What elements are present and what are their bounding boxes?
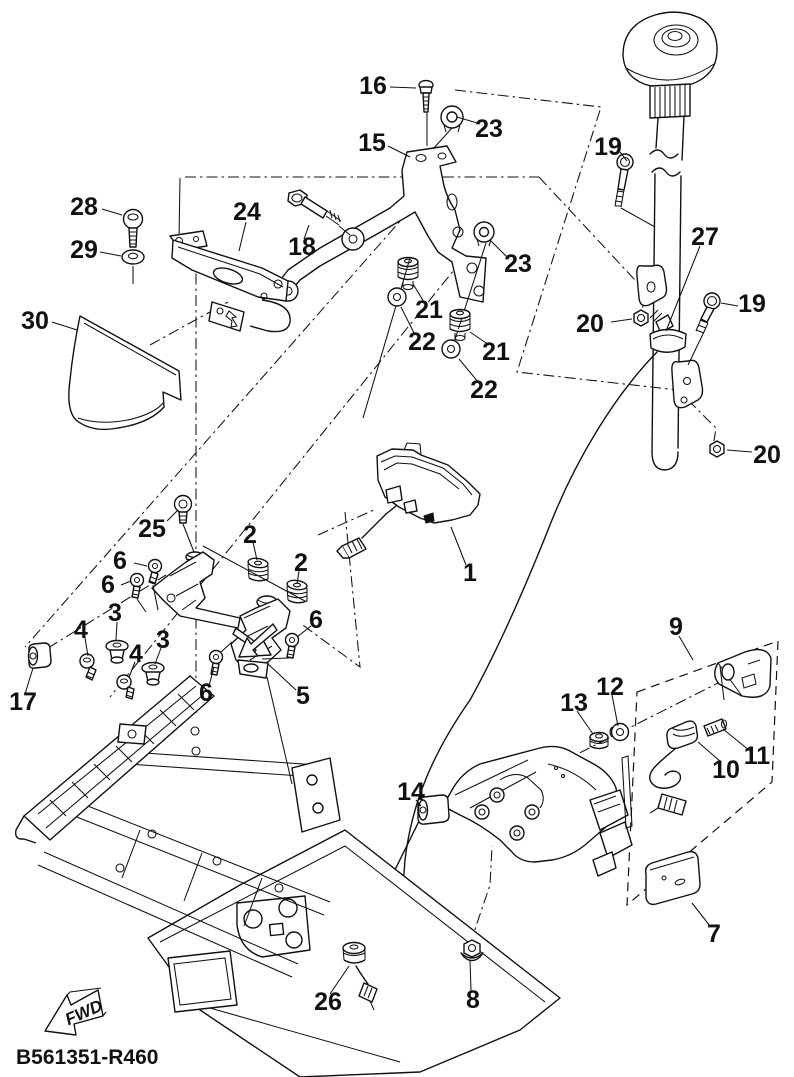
callout-3-b: 3 [156, 626, 170, 654]
callout-10: 10 [712, 756, 740, 784]
callout-3-a: 3 [108, 599, 122, 627]
callout-19-b: 19 [738, 290, 766, 318]
callouts: 16 23 15 19 28 24 18 29 23 27 30 21 19 2… [9, 72, 781, 1016]
callout-2-a: 2 [243, 521, 257, 549]
callout-11: 11 [744, 742, 771, 770]
assembly-arrow-icon [238, 623, 278, 658]
pole-clamp [649, 328, 687, 353]
screw-6-c [261, 632, 300, 660]
callout-22-a: 22 [408, 328, 436, 356]
screw-4-b [116, 674, 135, 700]
screw-25 [173, 494, 195, 553]
bulb [703, 718, 727, 737]
stay-bracket-15 [271, 145, 487, 303]
callout-29: 29 [70, 236, 98, 264]
tail-cover [442, 745, 633, 877]
callout-20-b: 20 [753, 441, 781, 469]
screw-4-a [79, 653, 97, 681]
grommet-2-b [202, 545, 308, 604]
collar-3-b [141, 661, 165, 686]
screw-6-b [129, 572, 147, 613]
callout-18: 18 [288, 233, 316, 261]
nut-20-a [633, 309, 649, 327]
callout-8: 8 [466, 986, 480, 1014]
grommet-12 [609, 722, 630, 742]
callout-4-b: 4 [129, 640, 143, 668]
callout-26: 26 [314, 988, 342, 1016]
callout-23-a: 23 [475, 115, 503, 143]
callout-7: 7 [707, 920, 721, 948]
bulb-socket [666, 720, 699, 750]
callout-6-d: 6 [199, 679, 213, 707]
callout-28: 28 [70, 193, 98, 221]
collar-3-a [105, 639, 129, 664]
washer-22-b [441, 339, 461, 359]
bolt-19-b [687, 292, 721, 366]
callout-21-b: 21 [482, 338, 510, 366]
screw-6-a [147, 558, 163, 611]
construction-lines [24, 89, 779, 945]
callout-13: 13 [560, 689, 588, 717]
callout-17: 17 [9, 688, 37, 716]
grommet-13 [589, 731, 609, 750]
callout-20-a: 20 [576, 310, 604, 338]
callout-21-a: 21 [415, 296, 443, 324]
taillight-stay-brackets [151, 551, 291, 679]
hardware [27, 79, 725, 1011]
license-bracket-24 [169, 230, 291, 333]
washer-29 [121, 249, 145, 284]
callout-22-b: 22 [470, 376, 498, 404]
callout-30: 30 [21, 307, 49, 335]
pole-upper-mount [636, 264, 668, 307]
callout-1: 1 [463, 559, 477, 587]
grommet-2-a [247, 557, 269, 582]
callout-4-a: 4 [74, 616, 88, 644]
reflector-7 [644, 850, 701, 906]
flag-pole-assembly [622, 11, 718, 471]
bolt-19-a [614, 153, 656, 228]
mud-flap-30 [68, 315, 182, 431]
washer-22-a [387, 287, 407, 307]
callout-23-b: 23 [504, 250, 532, 278]
nut-8 [460, 939, 484, 962]
screw-16 [418, 79, 434, 146]
taillight-unit [336, 442, 481, 559]
bolt-18 [287, 189, 351, 236]
fwd-arrow-icon: FWD [44, 987, 107, 1036]
callout-15: 15 [358, 129, 386, 157]
callout-19-a: 19 [594, 133, 622, 161]
callout-6-c: 6 [309, 606, 323, 634]
callout-27: 27 [691, 223, 719, 251]
turn-signal-assembly [589, 648, 772, 816]
screw-28 [122, 208, 144, 248]
callout-6-a: 6 [113, 547, 127, 575]
callout-6-b: 6 [101, 571, 115, 599]
callout-9: 9 [669, 613, 683, 641]
callout-14: 14 [397, 778, 425, 806]
callout-16: 16 [359, 72, 387, 100]
callout-12: 12 [596, 673, 624, 701]
pole-cap [622, 11, 718, 89]
callout-5: 5 [296, 682, 310, 710]
callout-25: 25 [138, 515, 166, 543]
callout-24: 24 [233, 198, 261, 226]
washer-23-a [432, 105, 464, 150]
leader-lines [24, 86, 753, 995]
grommet-26 [342, 941, 378, 1011]
grommet-21-a [362, 256, 419, 419]
callout-2-b: 2 [294, 549, 308, 577]
diagram-code: B561351-R460 [16, 1046, 158, 1069]
nut-20-b [709, 440, 725, 458]
seat-rail [23, 675, 215, 841]
turn-signal-dashed-box [626, 640, 779, 907]
damper-17 [27, 642, 52, 669]
grommet-21-b [449, 308, 471, 342]
